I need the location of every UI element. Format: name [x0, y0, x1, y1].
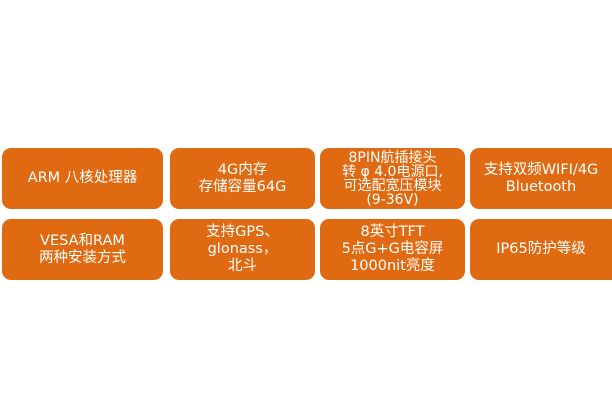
feature-text: IP65防护等级	[496, 241, 586, 257]
feature-text: 支持双频WIFI/4G	[483, 161, 599, 178]
feature-text: 5点G+G电容屏	[341, 241, 444, 257]
feature-text: 4G内存	[217, 161, 268, 178]
feature-text: 可选配宽压模块	[343, 177, 442, 194]
feature-text: 存储容量64G	[198, 178, 287, 195]
feature-text: glonass，	[207, 241, 278, 257]
feature-text: 北斗	[228, 258, 257, 274]
feature-text: 两种安装方式	[39, 249, 126, 266]
feature-power: 8PIN航插接头转 φ 4.0电源口,可选配宽压模块(9-36V)	[320, 148, 465, 209]
feature-text: 转 φ 4.0电源口,	[342, 163, 443, 180]
feature-text: Bluetooth	[505, 178, 577, 195]
feature-text: 8PIN航插接头	[348, 149, 437, 166]
feature-memory: 4G内存存储容量64G	[170, 148, 315, 209]
feature-cpu: ARM 八核处理器	[2, 148, 163, 209]
feature-text: ARM 八核处理器	[27, 170, 138, 186]
feature-ip-rating: IP65防护等级	[470, 219, 612, 280]
feature-text: (9-36V)	[366, 191, 419, 208]
feature-text: 1000nit亮度	[350, 258, 435, 274]
feature-gnss: 支持GPS、glonass，北斗	[170, 219, 315, 280]
feature-text: VESA和RAM	[40, 232, 125, 249]
feature-text: 8英寸TFT	[360, 224, 425, 240]
feature-text: 支持GPS、	[206, 224, 279, 240]
